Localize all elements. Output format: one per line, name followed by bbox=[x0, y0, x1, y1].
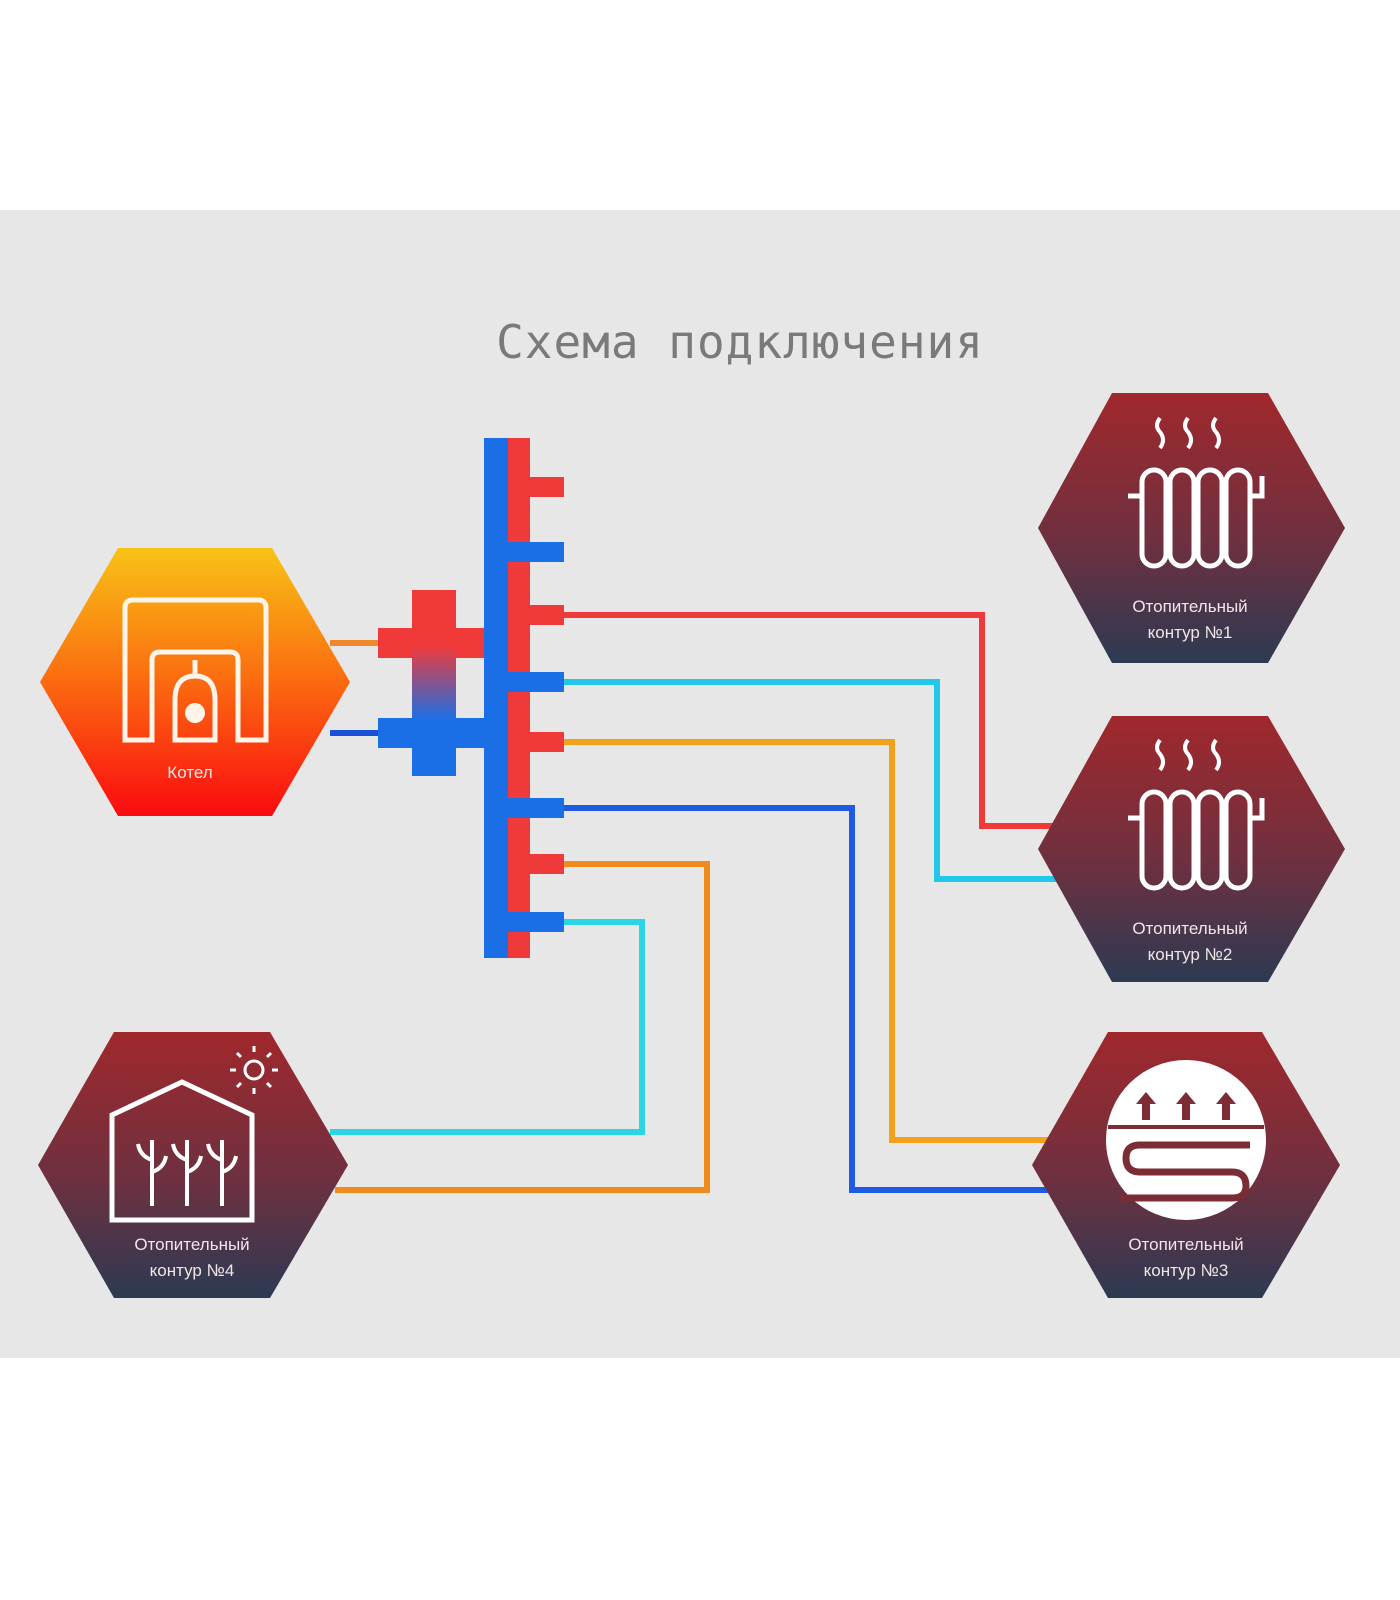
pipes bbox=[330, 484, 1062, 1193]
circuit-1-label-line1: Отопительный bbox=[1132, 597, 1247, 616]
pipe-return-circuit-3 bbox=[563, 805, 1048, 1193]
circuit-3-label-line2: контур №3 bbox=[1144, 1261, 1229, 1280]
circuit-3-node: Отопительный контур №3 bbox=[1032, 1032, 1340, 1298]
radiator-icon bbox=[1128, 416, 1265, 569]
circuit-1-label-line2: контур №1 bbox=[1148, 623, 1233, 642]
manifold bbox=[484, 438, 564, 958]
pipe-return-circuit-2 bbox=[563, 679, 1058, 882]
circuit-2-node: Отопительный контур №2 bbox=[1038, 716, 1345, 982]
sun-icon bbox=[230, 1046, 278, 1094]
boiler-icon bbox=[122, 597, 269, 743]
circuit-4-label-line1: Отопительный bbox=[134, 1235, 249, 1254]
circuit-2-label-line1: Отопительный bbox=[1132, 919, 1247, 938]
pipe-supply-circuit-2 bbox=[563, 612, 1058, 829]
pipe-supply-circuit-4 bbox=[335, 861, 710, 1193]
circuit-3-label-line1: Отопительный bbox=[1128, 1235, 1243, 1254]
pipe-return-circuit-4 bbox=[330, 919, 645, 1135]
boiler-node: Котел bbox=[40, 548, 350, 816]
diagram-title: Схема подключения bbox=[496, 315, 984, 369]
greenhouse-icon bbox=[109, 1079, 255, 1223]
circuit-1-node: Отопительный контур №1 bbox=[1038, 393, 1345, 663]
circuit-2-label-line2: контур №2 bbox=[1148, 945, 1233, 964]
hydraulic-separator bbox=[378, 590, 508, 776]
pipe-supply-circuit-3 bbox=[563, 739, 1048, 1143]
circuit-4-label-line2: контур №4 bbox=[150, 1261, 235, 1280]
underfloor-heating-icon bbox=[1106, 1060, 1266, 1220]
radiator-icon bbox=[1128, 738, 1265, 891]
circuit-4-node: Отопительный контур №4 bbox=[38, 1032, 348, 1298]
boiler-label: Котел bbox=[167, 763, 212, 782]
